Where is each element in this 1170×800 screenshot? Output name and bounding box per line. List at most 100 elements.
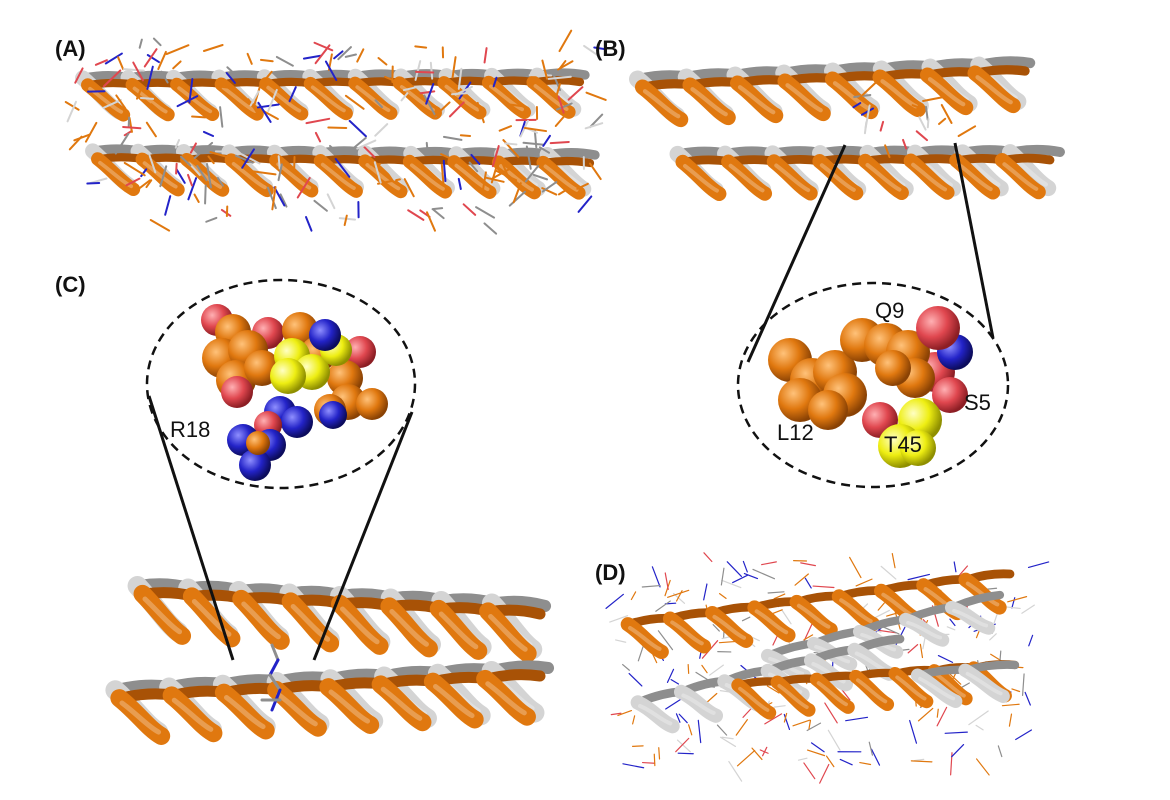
side-chain-stick — [383, 164, 396, 181]
helix-d-bottom-grey-end — [910, 660, 1020, 708]
side-chain-stick — [863, 121, 868, 135]
side-chain-stick — [225, 72, 236, 84]
side-chain-line — [804, 577, 812, 589]
side-chain-line — [808, 719, 812, 730]
side-chain-line — [781, 609, 792, 625]
side-chain-line — [877, 602, 885, 611]
side-chain-line — [976, 758, 990, 776]
helix-b-top-orange-turn-front — [872, 69, 926, 118]
side-chain-stick — [313, 199, 328, 212]
side-chain-stick — [175, 162, 178, 175]
side-chain-line — [641, 761, 656, 764]
side-chain-line — [771, 609, 783, 615]
side-chain-stick — [249, 90, 260, 107]
side-chain-line — [719, 736, 737, 748]
side-chain-stick — [541, 59, 549, 80]
side-chain-line — [951, 744, 965, 758]
helix-b-top-orange-turn-highlight — [832, 81, 871, 111]
helix-c-bottom-orange-turn-highlight — [171, 697, 214, 732]
side-chain-stick — [475, 206, 496, 219]
helix-c-top-orange-turn-highlight — [488, 614, 528, 652]
side-chain-stick — [343, 214, 348, 227]
side-chain-stick — [583, 44, 601, 58]
helix-c-bottom-orange-turn-highlight — [485, 681, 527, 716]
side-chain-line — [641, 584, 661, 588]
side-chain-stick — [926, 118, 930, 129]
helix-b-top-orange — [634, 65, 1030, 128]
side-chain-stick — [202, 130, 215, 137]
side-chain-stick — [538, 146, 551, 154]
helix-d-top-orange-turn-front — [662, 611, 712, 654]
side-chain-stick — [858, 81, 878, 100]
side-chain-line — [688, 724, 693, 736]
helix-d-bottom-orange-turn-highlight — [777, 684, 809, 710]
helix-d-top-grey-turn-front — [898, 612, 950, 647]
side-chain-stick — [235, 154, 254, 164]
helix-c-top-orange-turn-front — [232, 589, 290, 650]
side-chain-line — [1008, 713, 1013, 727]
helix-b-bottom-orange-turn-highlight — [911, 162, 948, 192]
helix-c-bottom-orange-turn-highlight — [119, 700, 162, 735]
side-chain-stick — [139, 179, 151, 189]
helix-b-bottom-orange-turn-highlight — [819, 163, 856, 192]
side-chain-stick — [555, 102, 573, 111]
side-chain-stick — [277, 163, 283, 182]
helix-a-top-orange-turn-front — [303, 76, 353, 121]
helix-c-bottom-orange-turn-highlight — [224, 695, 266, 730]
side-chain-line — [761, 561, 777, 566]
helix-c-bottom-orange-turn-highlight — [328, 689, 371, 724]
helix-a-bottom-orange-turn-front — [402, 154, 452, 199]
helix-b-bottom-orange-turn-front — [766, 154, 818, 201]
helix-c-top-orange-turn-highlight — [340, 606, 380, 645]
side-chain-stick — [152, 37, 162, 47]
panel-d: (D) — [595, 552, 1050, 784]
atom-sphere — [246, 431, 270, 455]
side-chain-stick — [940, 103, 953, 124]
side-chain-line — [697, 719, 702, 744]
side-chain-stick — [448, 101, 465, 118]
side-chain-stick — [216, 176, 224, 187]
side-chain-stick — [114, 132, 130, 155]
side-chain-stick — [145, 121, 157, 138]
helix-b-bottom-orange-turn-front — [994, 153, 1046, 200]
side-chain-stick — [193, 193, 200, 203]
helix-c-top-orange-turn-highlight — [290, 604, 331, 642]
side-chain-stick — [589, 162, 602, 181]
helix-d-bottom-orange-turn-front — [809, 672, 855, 714]
side-chain-line — [909, 719, 918, 744]
side-chain-stick — [86, 182, 101, 185]
helix-d-top-orange-turn-highlight — [839, 598, 873, 624]
side-chain-stick — [140, 168, 148, 178]
side-chain-line — [919, 643, 924, 659]
side-chain-stick — [160, 70, 169, 84]
side-chain-line — [628, 672, 643, 687]
side-chain-stick — [468, 161, 479, 173]
side-chain-stick — [148, 153, 157, 174]
side-chain-line — [614, 639, 627, 643]
side-chain-stick — [94, 59, 108, 66]
helix-a-top-orange-turn-highlight — [355, 85, 391, 113]
side-chain-stick — [302, 54, 322, 60]
side-chain-stick — [457, 177, 462, 190]
side-chain-line — [975, 724, 984, 731]
atom-sphere — [270, 358, 306, 394]
side-chain-line — [605, 593, 624, 609]
side-chain-stick — [498, 125, 512, 132]
side-chain-stick — [508, 190, 526, 207]
side-chain-stick — [257, 101, 272, 123]
side-chain-stick — [374, 99, 383, 109]
side-chain-stick — [204, 184, 207, 205]
helix-d-top-grey-turn-front — [944, 600, 996, 635]
side-chain-stick — [304, 216, 313, 232]
side-chain-stick — [377, 57, 388, 66]
side-chain-line — [609, 615, 629, 623]
side-chain-line — [949, 618, 956, 627]
helix-c-top-orange-turn-front — [380, 597, 438, 658]
helix-d-top-grey-turn-highlight — [906, 620, 943, 640]
side-chain-stick — [429, 61, 434, 80]
side-chain-stick — [576, 182, 589, 190]
helix-c-bottom-orange-turn-highlight — [276, 692, 318, 727]
side-chain-line — [716, 724, 728, 736]
side-chain-stick — [326, 193, 336, 210]
panel-a-label: (A) — [55, 36, 86, 61]
